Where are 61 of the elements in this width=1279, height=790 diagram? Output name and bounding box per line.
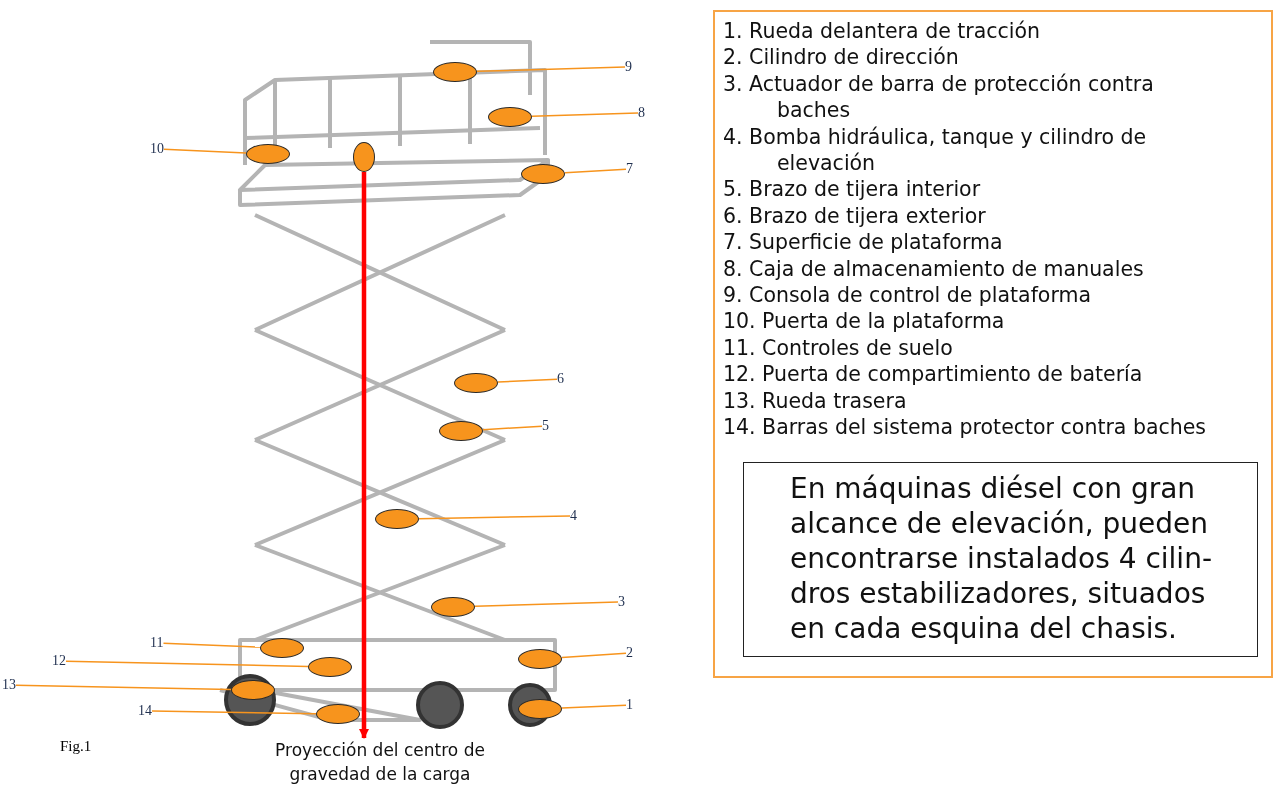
callout-marker (454, 373, 498, 393)
gravity-arrow (359, 172, 369, 739)
callout-number: 2 (626, 645, 633, 661)
list-item: 2. Cilindro de dirección (723, 44, 960, 71)
callout-marker (316, 704, 360, 724)
callout-number: 10 (150, 141, 164, 157)
projection-label: Proyección del centro de gravedad de la carga (250, 738, 510, 786)
callout-marker (521, 164, 565, 184)
leader-line (162, 642, 261, 648)
callout-number: 11 (150, 635, 164, 651)
leader-line (15, 684, 232, 691)
note-box: En máquinas diésel con gran alcance de elevación, pueden encontrarse instalados 4 cilin-dros estabilizadores, situados en cada esquina del chasis. (743, 462, 1258, 657)
list-item: 11. Controles de suelo (723, 334, 954, 362)
callout-marker (488, 107, 532, 127)
leader-line (163, 148, 247, 154)
callout-number: 13 (2, 677, 16, 693)
callout-marker (308, 657, 352, 677)
list-item: 12. Puerta de compartimiento de batería (723, 361, 1144, 388)
leader-line (564, 168, 627, 174)
list-item: 10. Puerta de la plataforma (723, 308, 1006, 335)
leader-line (561, 652, 627, 659)
leader-line (65, 660, 309, 668)
callout-marker (431, 597, 475, 617)
leader-line (561, 704, 627, 709)
leader-line (531, 112, 639, 118)
list-item: 9. Consola de control de plataforma (723, 282, 1092, 309)
center-of-gravity-marker (353, 142, 375, 172)
leader-line (151, 710, 317, 715)
callout-number: 7 (626, 161, 633, 177)
callout-number: 8 (638, 105, 645, 121)
list-item: 4. Bomba hidráulica, tanque y cilindro de elevación (723, 123, 1148, 177)
callout-marker (375, 509, 419, 529)
callout-number: 6 (557, 371, 564, 387)
callout-marker (439, 421, 483, 441)
callout-marker (518, 699, 562, 719)
callout-marker (518, 649, 562, 669)
callout-marker (260, 638, 304, 658)
leader-line (497, 378, 558, 383)
list-item: 7. Superficie de plataforma (723, 229, 1004, 256)
list-item: 13. Rueda trasera (723, 387, 908, 414)
leader-line (482, 425, 543, 431)
callout-number: 1 (626, 697, 633, 713)
list-item: 6. Brazo de tijera exterior (723, 202, 987, 230)
leader-line (476, 66, 626, 73)
callout-number: 12 (52, 653, 66, 669)
list-item: 14. Barras del sistema protector contra baches (723, 414, 1208, 441)
callout-number: 9 (625, 59, 632, 75)
callout-number: 5 (542, 418, 549, 434)
callout-number: 3 (618, 594, 625, 610)
figure-label: Fig.1 (60, 738, 92, 755)
list-item: 5. Brazo de tijera interior (723, 176, 982, 203)
callout-marker (433, 62, 477, 82)
parts-list-panel (713, 10, 1273, 678)
callout-number: 14 (138, 703, 152, 719)
list-item: 8. Caja de almacenamiento de manuales (723, 255, 1145, 282)
list-item: 3. Actuador de barra de protección contra baches (723, 70, 1155, 124)
leader-line (474, 601, 619, 608)
callout-marker (246, 144, 290, 164)
list-item: 1. Rueda delantera de tracción (723, 18, 1042, 45)
callout-number: 4 (570, 508, 577, 524)
leader-line (418, 515, 571, 520)
